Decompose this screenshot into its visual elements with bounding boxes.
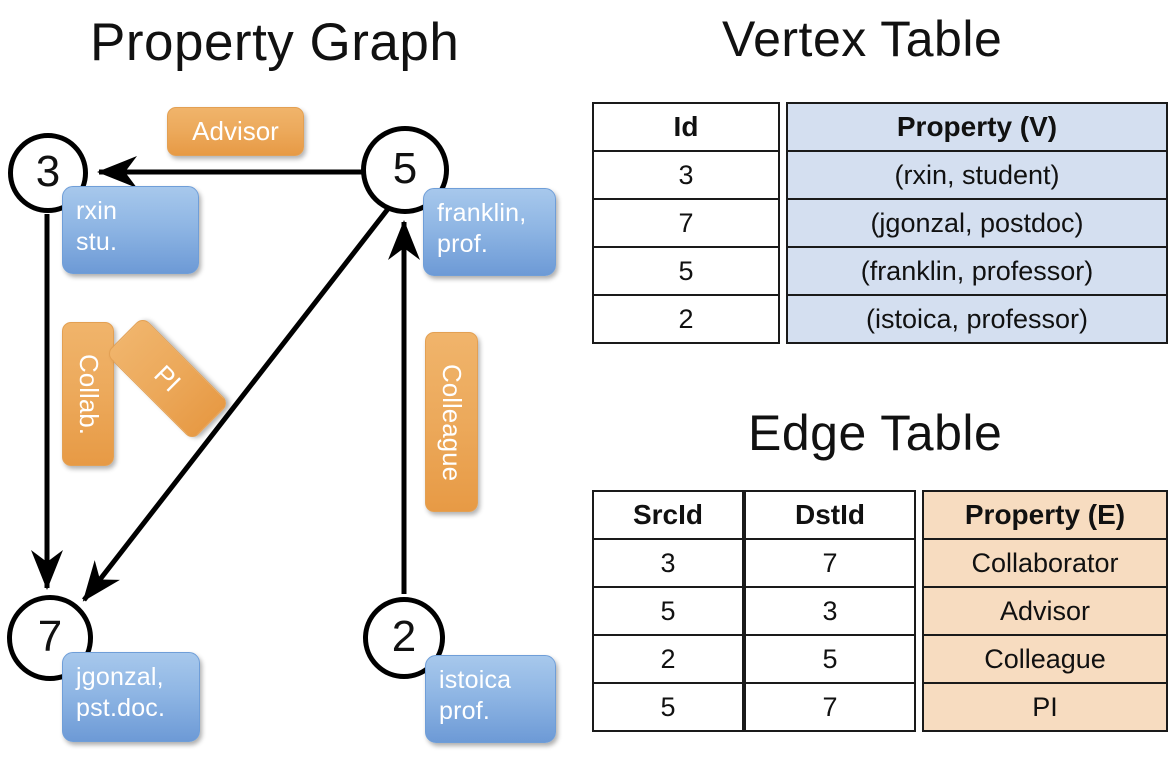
table-row[interactable]: (istoica, professor) <box>786 294 1168 344</box>
table-row[interactable]: 3 <box>592 538 744 588</box>
table-header-row: Property (E) <box>922 490 1168 540</box>
vertex-table-id-column: Id 3 7 5 2 <box>592 102 780 344</box>
table-row[interactable]: 2 <box>592 294 780 344</box>
vertex-table-cell-property: (jgonzal, postdoc) <box>786 198 1168 248</box>
edge-table-cell-property: Advisor <box>922 586 1168 636</box>
vertex-property-box-5-line1: franklin, <box>437 199 527 227</box>
vertex-property-box-7-line2: pst.doc. <box>76 693 166 722</box>
table-header-row: DstId <box>744 490 916 540</box>
vertex-table-cell-property: (istoica, professor) <box>786 294 1168 344</box>
table-header-row: Property (V) <box>786 102 1168 152</box>
edge-label-pi-text: PI <box>148 358 188 398</box>
edge-table-cell-dstid: 3 <box>744 586 916 636</box>
edge-label-colleague-text: Colleague <box>437 363 467 481</box>
vertex-table-header-property: Property (V) <box>786 102 1168 152</box>
vertex-property-box-3-line2: stu. <box>76 227 118 256</box>
edge-table-header-dstid: DstId <box>744 490 916 540</box>
vertex-table-cell-property: (franklin, professor) <box>786 246 1168 296</box>
edge-table-cell-srcid: 3 <box>592 538 744 588</box>
edge-table-cell-property: Colleague <box>922 634 1168 684</box>
vertex-property-box-2-line2: prof. <box>439 696 491 725</box>
vertex-property-box-7-line1: jgonzal, <box>76 663 164 691</box>
vertex-table-property-column: Property (V) (rxin, student) (jgonzal, p… <box>786 102 1168 344</box>
edge-table-cell-srcid: 5 <box>592 682 744 732</box>
graph-node-5[interactable]: 5 <box>361 126 449 214</box>
table-row[interactable]: PI <box>922 682 1168 732</box>
page-title-vertex-table: Vertex Table <box>722 11 1003 67</box>
table-row[interactable]: 3 <box>744 586 916 636</box>
edge-table-cell-dstid: 7 <box>744 538 916 588</box>
vertex-table-cell-id: 7 <box>592 198 780 248</box>
vertex-table-cell-id: 2 <box>592 294 780 344</box>
vertex-table-cell-id: 3 <box>592 150 780 200</box>
table-row[interactable]: 5 <box>744 634 916 684</box>
table-row[interactable]: (rxin, student) <box>786 150 1168 200</box>
graph-edges-layer <box>31 156 420 602</box>
table-row[interactable]: 3 <box>592 150 780 200</box>
edge-label-advisor[interactable]: Advisor <box>167 107 304 156</box>
table-row[interactable]: Colleague <box>922 634 1168 684</box>
table-header-row: Id <box>592 102 780 152</box>
vertex-property-box-3-line1: rxin <box>76 197 118 225</box>
graph-node-5-label: 5 <box>392 144 418 193</box>
graph-node-3-label: 3 <box>35 147 61 196</box>
table-row[interactable]: 7 <box>744 538 916 588</box>
edge-table-header-property: Property (E) <box>922 490 1168 540</box>
vertex-property-box-7[interactable]: jgonzal, pst.doc. <box>62 652 200 742</box>
edge-table-cell-srcid: 5 <box>592 586 744 636</box>
vertex-property-box-2[interactable]: istoica prof. <box>425 655 556 743</box>
table-row[interactable]: 5 <box>592 682 744 732</box>
edge-table-cell-property: Collaborator <box>922 538 1168 588</box>
vertex-property-box-3[interactable]: rxin stu. <box>62 186 199 274</box>
vertex-table-cell-property: (rxin, student) <box>786 150 1168 200</box>
vertex-table-cell-id: 5 <box>592 246 780 296</box>
table-row[interactable]: 5 <box>592 586 744 636</box>
edge-table-cell-property: PI <box>922 682 1168 732</box>
edge-label-advisor-text: Advisor <box>192 116 279 146</box>
graph-node-7-label: 7 <box>37 612 63 661</box>
edge-table-cell-dstid: 7 <box>744 682 916 732</box>
edge-table-srcid-column: SrcId 3 5 2 5 <box>592 490 744 732</box>
table-row[interactable]: (franklin, professor) <box>786 246 1168 296</box>
page-title-property-graph: Property Graph <box>90 13 460 72</box>
vertex-table-header-id: Id <box>592 102 780 152</box>
vertex-property-box-5[interactable]: franklin, prof. <box>423 188 556 276</box>
edge-label-colleague[interactable]: Colleague <box>425 332 478 512</box>
edge-5-to-7-pi <box>82 203 393 602</box>
edge-table-cell-srcid: 2 <box>592 634 744 684</box>
edge-table-cell-dstid: 5 <box>744 634 916 684</box>
graph-node-2[interactable]: 2 <box>363 597 445 679</box>
table-row[interactable]: Advisor <box>922 586 1168 636</box>
table-row[interactable]: 2 <box>592 634 744 684</box>
table-row[interactable]: 7 <box>592 198 780 248</box>
edge-label-collab-text: Collab. <box>73 353 104 435</box>
graph-node-2-label: 2 <box>391 612 417 661</box>
page-title-edge-table: Edge Table <box>748 405 1003 461</box>
table-row[interactable]: Collaborator <box>922 538 1168 588</box>
table-row[interactable]: 5 <box>592 246 780 296</box>
table-row[interactable]: (jgonzal, postdoc) <box>786 198 1168 248</box>
edge-table-property-column: Property (E) Collaborator Advisor Collea… <box>922 490 1168 732</box>
table-header-row: SrcId <box>592 490 744 540</box>
vertex-property-box-5-line2: prof. <box>437 229 489 258</box>
edge-label-collab[interactable]: Collab. <box>62 322 114 466</box>
edge-table-header-srcid: SrcId <box>592 490 744 540</box>
vertex-property-box-2-line1: istoica <box>439 666 512 694</box>
edge-table-dstid-column: DstId 7 3 5 7 <box>744 490 916 732</box>
table-row[interactable]: 7 <box>744 682 916 732</box>
